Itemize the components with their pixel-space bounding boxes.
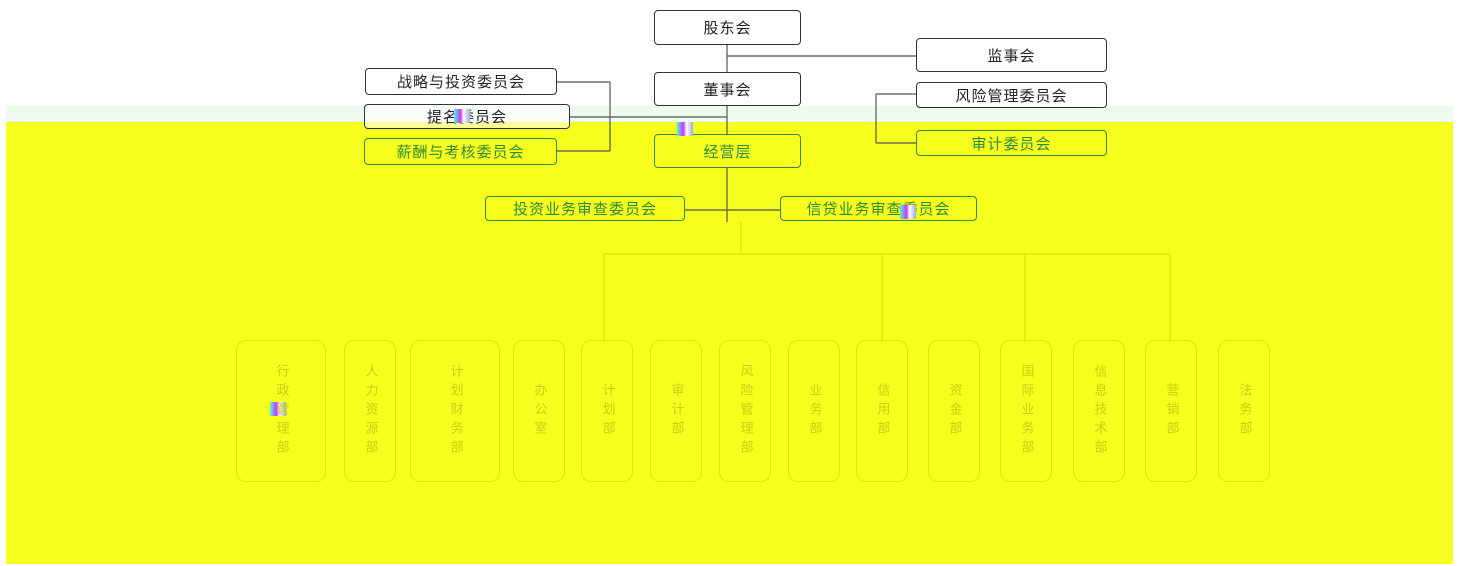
department-box: 计划部: [581, 340, 633, 482]
department-label: 资金部: [946, 382, 962, 440]
risk-committee-box: 风险管理委员会: [916, 82, 1107, 108]
risk-committee-label: 风险管理委员会: [955, 86, 1068, 105]
shareholders-label: 股东会: [703, 19, 752, 37]
investment-review-committee-box: 投资业务审查委员会: [485, 196, 685, 221]
department-label: 计划财务部: [447, 363, 463, 459]
department-box: 人力资源部: [344, 340, 396, 482]
department-box: 办公室: [513, 340, 565, 482]
render-artifact: [454, 109, 470, 123]
department-box: 法务部: [1218, 340, 1270, 482]
investment-review-committee-label: 投资业务审查委员会: [512, 200, 657, 218]
department-label: 业务部: [806, 382, 822, 440]
department-label: 国际业务部: [1018, 363, 1034, 459]
supervisory-box: 监事会: [916, 38, 1107, 72]
credit-review-committee-label: 信贷业务审查委员会: [806, 200, 951, 218]
department-label: 行政管理部: [273, 363, 289, 459]
render-artifact: [900, 205, 916, 219]
department-box: 资金部: [928, 340, 980, 482]
audit-committee-label: 审计委员会: [971, 134, 1052, 153]
compensation-committee-label: 薪酬与考核委员会: [396, 143, 525, 161]
render-artifact: [677, 122, 693, 136]
credit-review-committee-box: 信贷业务审查委员会: [780, 196, 977, 221]
yellow-highlight-band: [6, 122, 1453, 564]
department-box: 审计部: [650, 340, 702, 482]
management-box: 经营层: [654, 134, 801, 168]
department-box: 营销部: [1145, 340, 1197, 482]
board-box: 董事会: [654, 72, 801, 106]
department-box: 计划财务部: [410, 340, 500, 482]
strategy-committee-label: 战略与投资委员会: [396, 73, 525, 91]
department-label: 人力资源部: [362, 363, 378, 459]
supervisory-label: 监事会: [987, 46, 1036, 65]
compensation-committee-box: 薪酬与考核委员会: [364, 138, 557, 165]
department-label: 办公室: [531, 382, 547, 440]
department-box: 风险管理部: [719, 340, 771, 482]
department-label: 审计部: [668, 382, 684, 440]
department-box: 国际业务部: [1000, 340, 1052, 482]
department-box: 信用部: [856, 340, 908, 482]
department-label: 法务部: [1236, 382, 1252, 440]
audit-committee-box: 审计委员会: [916, 130, 1107, 156]
render-artifact: [270, 402, 286, 416]
strategy-committee-box: 战略与投资委员会: [365, 68, 557, 95]
department-box: 行政管理部: [236, 340, 326, 482]
department-box: 业务部: [788, 340, 840, 482]
board-label: 董事会: [703, 80, 752, 99]
department-label: 计划部: [599, 382, 615, 440]
shareholders-box: 股东会: [654, 10, 801, 45]
department-label: 信用部: [874, 382, 890, 440]
department-label: 风险管理部: [737, 363, 753, 459]
management-label: 经营层: [703, 142, 752, 161]
department-label: 信息技术部: [1091, 363, 1107, 459]
department-box: 信息技术部: [1073, 340, 1125, 482]
department-label: 营销部: [1163, 382, 1179, 440]
